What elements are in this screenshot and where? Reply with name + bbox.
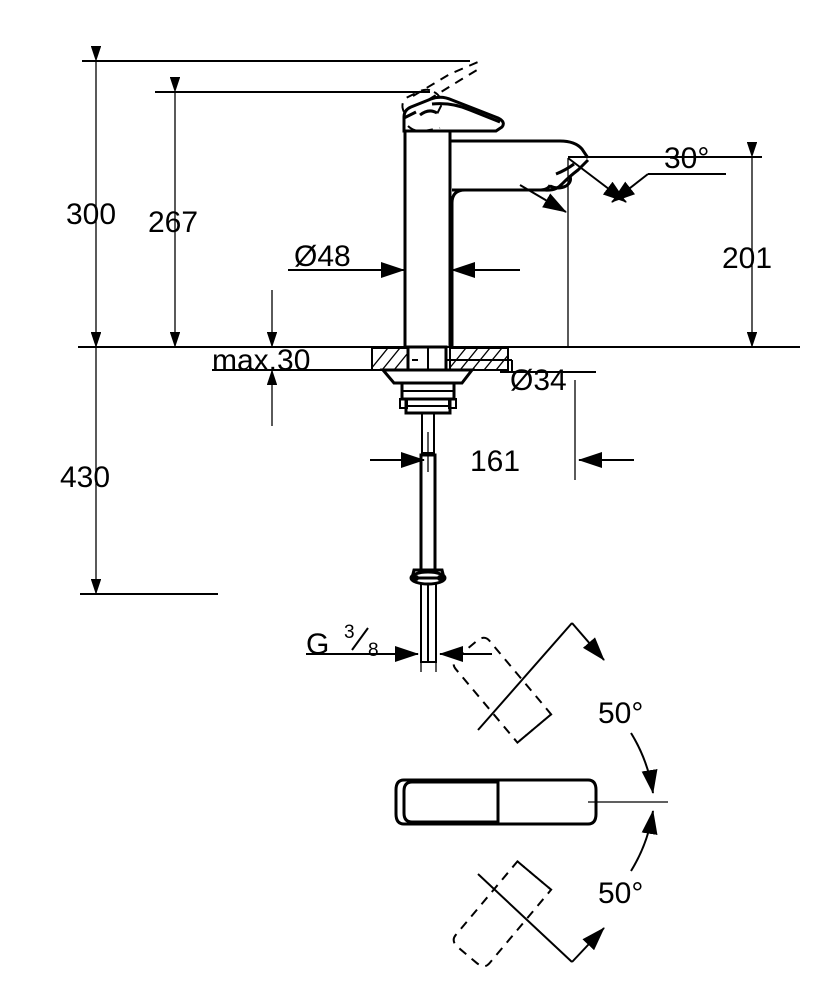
dimension-d48 [288,255,520,290]
label-thread-g38: G 3 8 [306,622,379,661]
dimension-161 [370,380,634,480]
label-height-267: 267 [148,206,198,239]
svg-text:G: G [306,628,329,661]
faucet-elevation [350,61,590,663]
swivel-position-lower-dashed [452,636,553,745]
label-length-430: 430 [60,461,110,494]
svg-text:8: 8 [368,640,379,661]
label-height-201: 201 [722,242,772,275]
label-reach-161: 161 [470,445,520,478]
extension-lines-top [82,60,470,93]
label-height-300: 300 [66,198,116,231]
swivel-position-upper-dashed [452,859,553,968]
plan-swivel-view [394,622,668,968]
svg-text:3: 3 [344,622,355,643]
dimension-max30 [212,290,380,426]
label-swivel-upper-50: 50° [598,697,643,730]
dimension-thread-g38 [306,630,492,672]
label-swivel-lower-50: 50° [598,877,643,910]
label-angle-30: 30° [664,142,709,175]
label-diameter-34: Ø34 [510,364,567,397]
leader-30-degree [519,156,726,347]
dimension-d34-leader [412,359,596,373]
label-max-counter-30: max.30 [212,344,310,377]
label-diameter-48: Ø48 [294,240,351,273]
